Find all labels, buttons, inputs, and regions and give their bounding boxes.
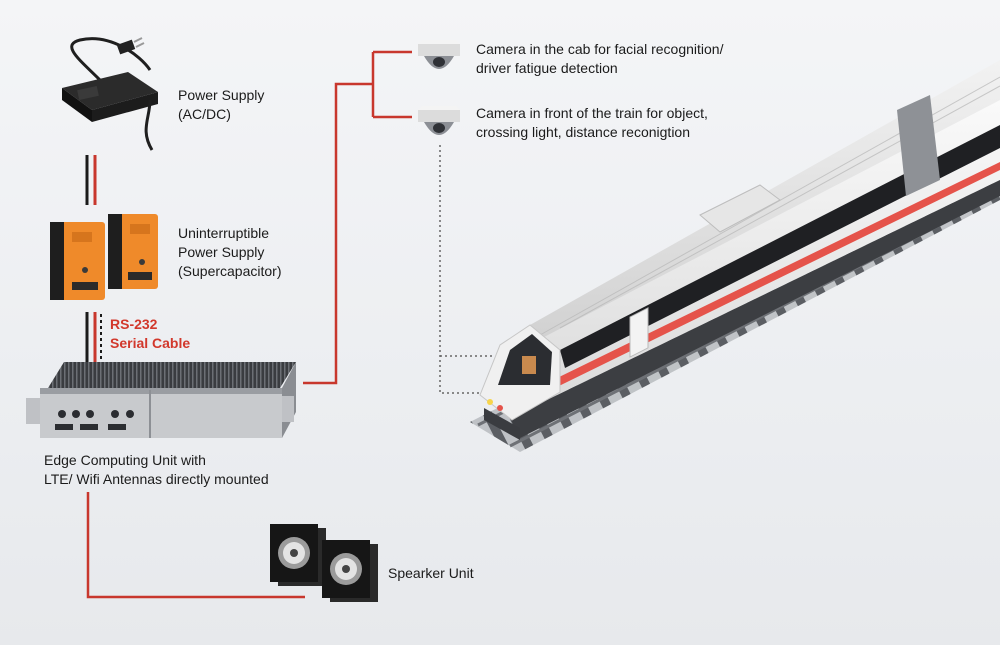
ups-label: Uninterruptible Power Supply (Supercapac… [178,224,282,281]
camera-cab-dome [418,40,460,69]
power-supply-label-line2: (AC/DC) [178,106,231,122]
ups-label-line3: (Supercapacitor) [178,263,282,279]
edge-unit-label-line1: Edge Computing Unit with [44,452,206,468]
ups-label-line2: Power Supply [178,244,265,260]
camera-cab-label-line1: Camera in the cab for facial recognition… [476,41,724,57]
ups-supercapacitor [50,214,158,300]
rs232-label: RS-232 Serial Cable [110,315,190,353]
train [479,60,1000,440]
camera-front-label-line2: crossing light, distance reconigtion [476,124,691,140]
power-cable [85,155,97,205]
rs232-label-line1: RS-232 [110,316,158,332]
camera-front-dome [418,106,460,135]
camera-front-label: Camera in front of the train for object,… [476,104,708,142]
edge-unit-label-line2: LTE/ Wifi Antennas directly mounted [44,471,269,487]
ups-label-line1: Uninterruptible [178,225,270,241]
speaker-label: Spearker Unit [388,565,474,581]
camera-cab-label: Camera in the cab for facial recognition… [476,40,723,78]
camera-cab-label-line2: driver fatigue detection [476,60,618,76]
edge-unit-label: Edge Computing Unit with LTE/ Wifi Anten… [44,451,269,489]
edge-computing-unit [26,362,296,438]
power-supply-label-line1: Power Supply [178,87,265,103]
rs232-label-line2: Serial Cable [110,335,191,351]
speaker-cable [86,492,305,599]
power-supply-adapter [62,37,158,151]
camera-dotted-leaders [439,145,494,394]
camera-front-label-line1: Camera in front of the train for object, [476,105,708,121]
power-supply-label: Power Supply (AC/DC) [178,86,264,124]
camera-cable [303,50,412,385]
speaker-unit [270,524,378,602]
